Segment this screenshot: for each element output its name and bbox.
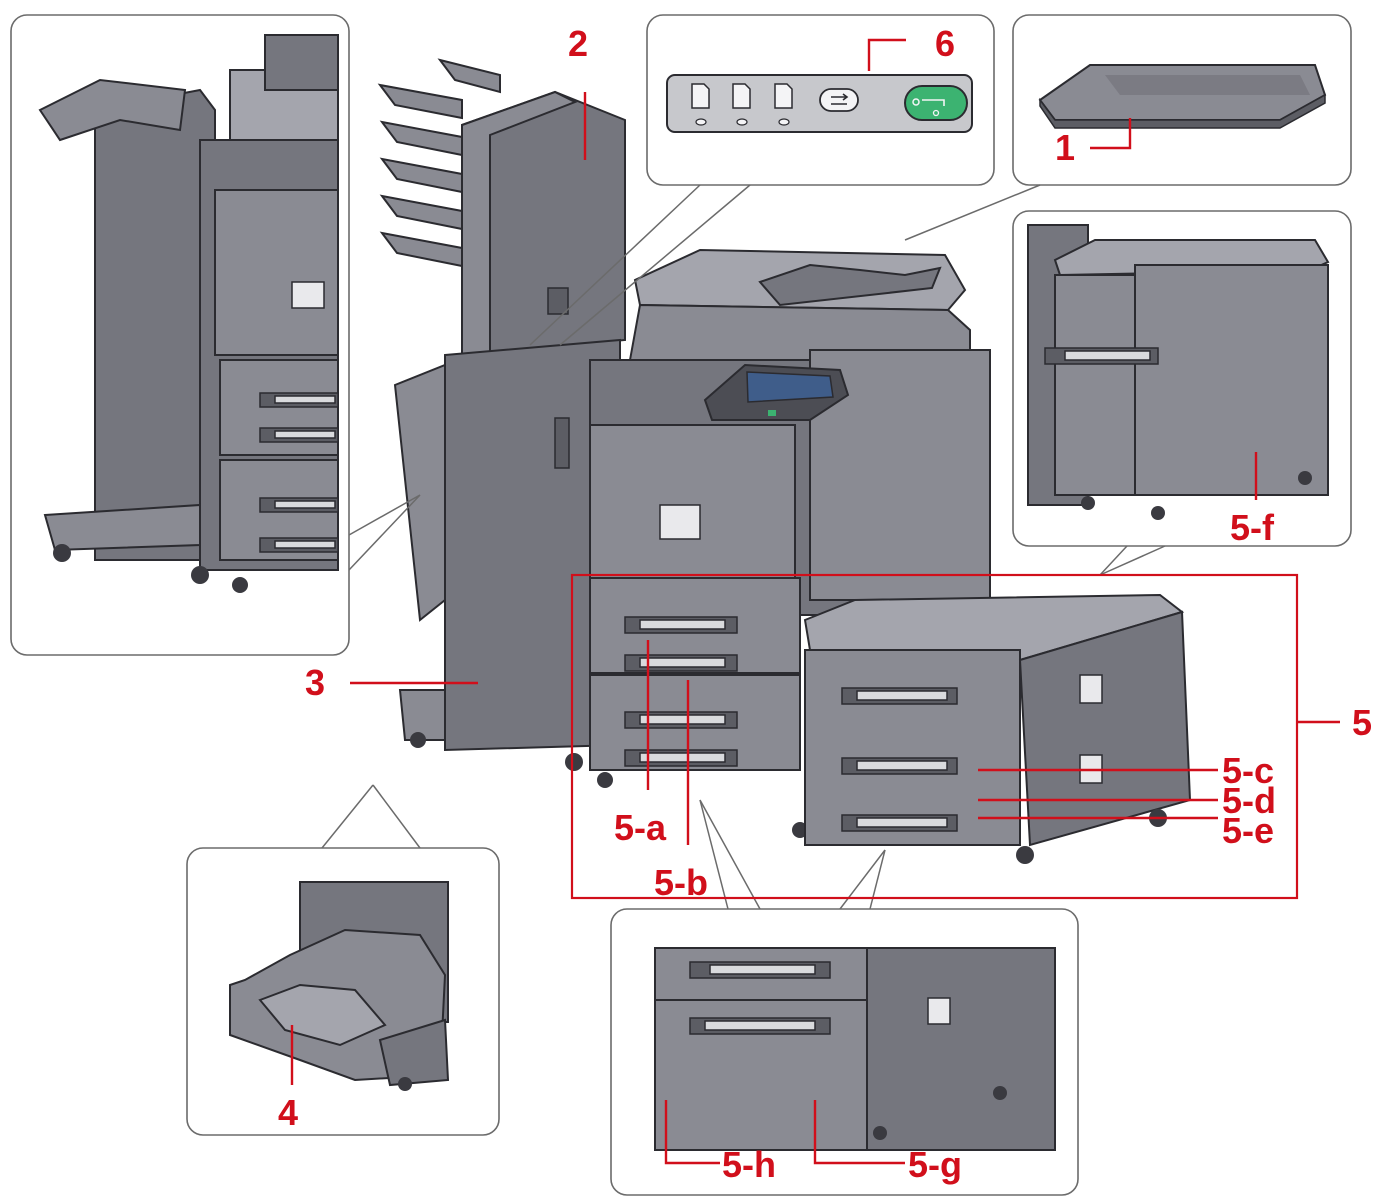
cycle-icon — [819, 88, 859, 112]
start-icon — [904, 85, 968, 121]
main-printer — [377, 58, 1192, 864]
label-5: 5 — [1352, 702, 1372, 743]
inset-panel-finisher — [10, 14, 350, 656]
inset-panel-side-trays — [610, 908, 1079, 1196]
label-3: 3 — [305, 662, 325, 703]
paper-icon — [774, 83, 793, 126]
paper-icon — [732, 83, 751, 126]
label-4: 4 — [278, 1092, 298, 1133]
label-6: 6 — [935, 23, 955, 64]
label-5-f: 5-f — [1230, 507, 1275, 548]
callout-lines — [350, 92, 1340, 900]
inset-panel-operation — [646, 14, 995, 186]
inset-leader-lines — [321, 184, 1166, 910]
paper-icon — [691, 83, 710, 126]
inset-panel-folder — [186, 847, 500, 1136]
label-5-g: 5-g — [908, 1144, 962, 1185]
label-5-h: 5-h — [722, 1144, 776, 1185]
label-1: 1 — [1055, 127, 1075, 168]
label-5-c: 5-c — [1222, 750, 1274, 791]
label-5-a: 5-a — [614, 807, 667, 848]
label-5-b: 5-b — [654, 862, 708, 903]
callout-labels: 2 6 1 5-f 3 5 5-c 5-d 5-e 5-a 5-b 4 5-h … — [278, 23, 1372, 1185]
inset-panel-large-feeder — [1012, 210, 1352, 547]
label-5-d: 5-d — [1222, 780, 1276, 821]
label-5-e: 5-e — [1222, 810, 1274, 851]
label-2: 2 — [568, 23, 588, 64]
inset-panel-cover — [1012, 14, 1352, 186]
mailbox-trays — [377, 58, 501, 268]
